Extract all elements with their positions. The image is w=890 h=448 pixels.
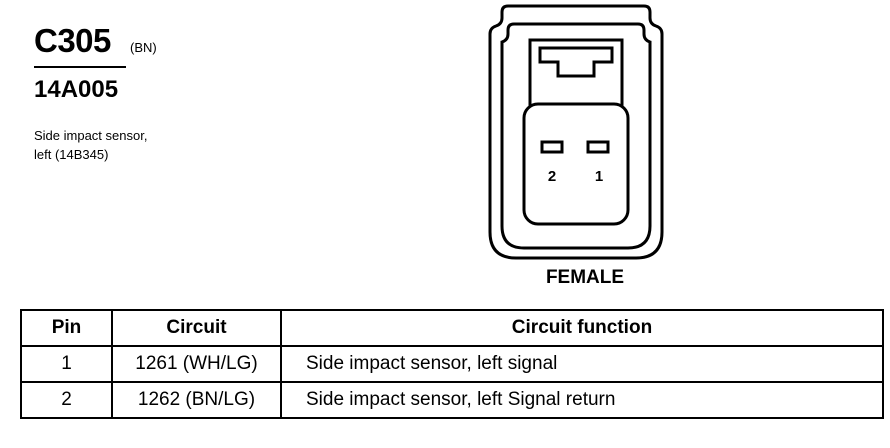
connector-header: C305 (BN) 14A005 Side impact sensor, lef… — [0, 0, 400, 200]
header-pin: Pin — [20, 309, 113, 347]
table-row: 2 1262 (BN/LG) Side impact sensor, left … — [20, 381, 884, 419]
pin-cell: 2 — [20, 381, 113, 419]
part-number: 14A005 — [34, 76, 119, 103]
connector-view-label: FEMALE — [545, 267, 625, 288]
header-circuit: Circuit — [111, 309, 282, 347]
circuit-cell: 1261 (WH/LG) — [111, 345, 282, 383]
pin-table: Pin Circuit Circuit function 1 1261 (WH/… — [20, 309, 884, 419]
table-row: 1 1261 (WH/LG) Side impact sensor, left … — [20, 345, 884, 383]
circuit-function-cell: Side impact sensor, left signal — [280, 345, 884, 383]
pin-number-2: 2 — [548, 168, 556, 185]
terminal-cavity-2 — [540, 140, 564, 154]
connector-color-code: (BN) — [130, 40, 157, 55]
description-line-1: Side impact sensor, — [34, 128, 148, 143]
terminal-cavity-1 — [586, 140, 610, 154]
connector-inner-shell — [500, 22, 652, 250]
terminal-face — [522, 102, 630, 226]
table-header-row: Pin Circuit Circuit function — [20, 309, 884, 347]
circuit-cell: 1262 (BN/LG) — [111, 381, 282, 419]
header-circuit-function: Circuit function — [280, 309, 884, 347]
pin-number-1: 1 — [595, 168, 603, 185]
connector-description: Side impact sensor, left (14B345) — [34, 126, 147, 164]
circuit-function-cell: Side impact sensor, left Signal return — [280, 381, 884, 419]
connector-outer-shell — [488, 4, 664, 260]
connector-face-diagram: 2 1 — [488, 4, 664, 260]
locking-tab — [538, 46, 614, 78]
connector-id: C305 — [34, 22, 111, 59]
title-underline — [34, 66, 126, 68]
pin-cell: 1 — [20, 345, 113, 383]
description-line-2: left (14B345) — [34, 147, 109, 162]
